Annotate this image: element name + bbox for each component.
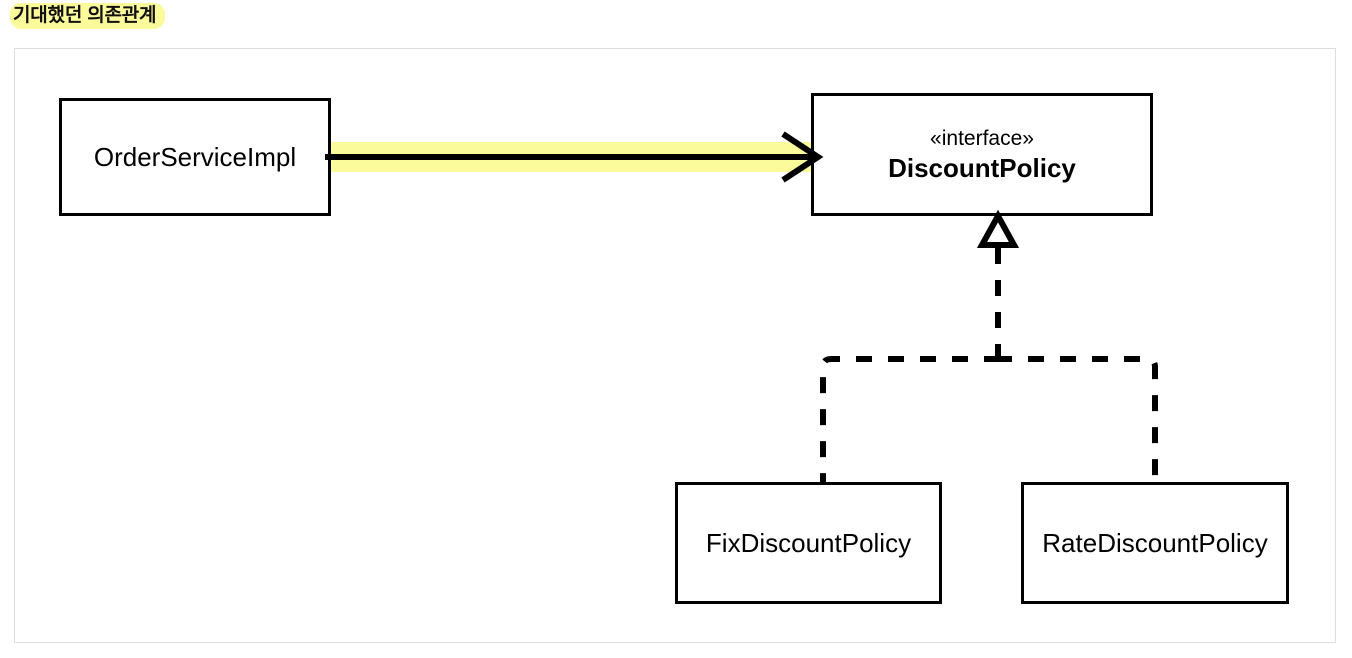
class-name-label: RateDiscountPolicy [1042, 528, 1268, 558]
class-name-label: OrderServiceImpl [93, 142, 297, 172]
hollow-triangle-arrow-head-icon [976, 209, 1020, 248]
class-name-label: FixDiscountPolicy [705, 528, 912, 558]
interface-name-label: DiscountPolicy [888, 152, 1076, 183]
edge-realization-rate-to-discount[interactable] [995, 356, 1158, 482]
open-arrow-head-icon [781, 131, 824, 183]
uml-class-order-service-impl[interactable]: OrderServiceImpl [59, 98, 331, 216]
page-title: 기대했던 의존관계 [10, 2, 166, 30]
edge-realization-fix-to-discount[interactable] [820, 356, 1001, 482]
uml-class-fix-discount-policy[interactable]: FixDiscountPolicy [675, 482, 942, 604]
realization-rate-dashed-path [995, 356, 1158, 482]
edge-dependency-order-to-discount[interactable] [325, 131, 824, 183]
diagram-canvas: OrderServiceImpl «interface» DiscountPol… [15, 49, 1335, 642]
page-title-text: 기대했던 의존관계 [10, 3, 166, 29]
realization-fix-dashed-path [820, 356, 1001, 482]
stereotype-label: «interface» [930, 126, 1034, 150]
uml-class-rate-discount-policy[interactable]: RateDiscountPolicy [1021, 482, 1289, 604]
edge-layer: DiscountPolicy (solid, open arrow) --> [325, 131, 1158, 482]
diagram-frame: OrderServiceImpl «interface» DiscountPol… [14, 48, 1336, 643]
edge-realization-shared-stem[interactable] [976, 209, 1020, 361]
